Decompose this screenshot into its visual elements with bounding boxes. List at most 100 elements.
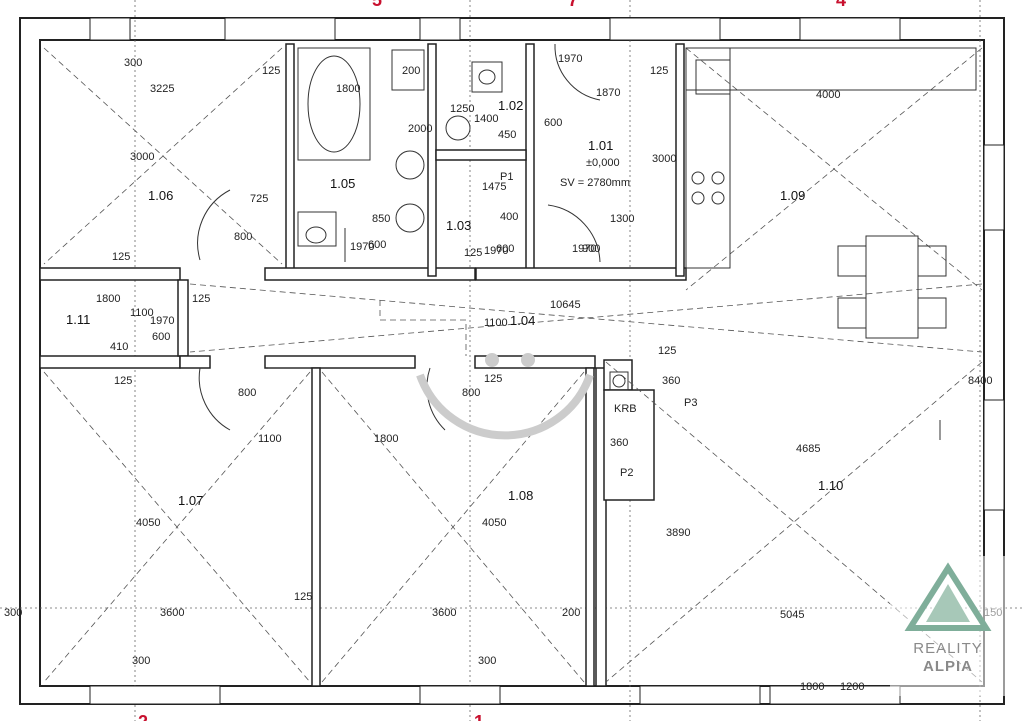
svg-text:600: 600 (544, 117, 562, 129)
svg-text:1800: 1800 (336, 83, 360, 95)
svg-text:5045: 5045 (780, 609, 804, 621)
svg-text:125: 125 (114, 375, 132, 387)
svg-text:1200: 1200 (840, 681, 864, 693)
svg-text:1970: 1970 (150, 315, 174, 327)
mountain-logo-icon (904, 562, 992, 631)
svg-text:125: 125 (464, 247, 482, 259)
svg-text:3600: 3600 (432, 607, 456, 619)
axis-label-bottom-2: 1 (474, 712, 484, 721)
svg-text:4685: 4685 (796, 443, 820, 455)
svg-text:800: 800 (234, 231, 252, 243)
svg-text:1250: 1250 (450, 103, 474, 115)
svg-text:1870: 1870 (596, 87, 620, 99)
room-1.10: 1.10 (818, 478, 843, 493)
svg-text:4000: 4000 (816, 89, 840, 101)
svg-text:3225: 3225 (150, 83, 174, 95)
svg-text:2000: 2000 (408, 123, 432, 135)
svg-text:1970: 1970 (350, 241, 374, 253)
svg-text:1800: 1800 (800, 681, 824, 693)
logo-line1: REALITY (913, 640, 983, 657)
svg-text:200: 200 (402, 65, 420, 77)
axis-label-top-1: 5 (372, 0, 382, 10)
svg-text:4050: 4050 (136, 517, 160, 529)
room-1.04: 1.04 (510, 313, 535, 328)
room-1.05: 1.05 (330, 176, 355, 191)
svg-text:600: 600 (496, 243, 514, 255)
svg-text:8400: 8400 (968, 375, 992, 387)
svg-text:125: 125 (112, 251, 130, 263)
svg-text:450: 450 (498, 129, 516, 141)
room-1.02: 1.02 (498, 98, 523, 113)
corridor-line (379, 300, 467, 356)
svg-text:3000: 3000 (652, 153, 676, 165)
doors (197, 43, 941, 440)
svg-text:1475: 1475 (482, 181, 506, 193)
svg-text:3890: 3890 (666, 527, 690, 539)
svg-text:3600: 3600 (160, 607, 184, 619)
svg-text:300: 300 (4, 607, 22, 619)
svg-text:1970: 1970 (484, 245, 508, 257)
svg-text:600: 600 (368, 239, 386, 251)
svg-text:1970: 1970 (572, 243, 596, 255)
svg-text:125: 125 (294, 591, 312, 603)
svg-text:410: 410 (110, 341, 128, 353)
svg-text:125: 125 (650, 65, 668, 77)
sinks (395, 115, 471, 233)
svg-text:300: 300 (124, 57, 142, 69)
kitchen-counter (685, 47, 977, 269)
fireplace (609, 371, 629, 391)
axis-label-top-3: 4 (836, 0, 846, 10)
svg-text:10645: 10645 (550, 299, 581, 311)
room-1.03: 1.03 (446, 218, 471, 233)
svg-text:1100: 1100 (130, 307, 154, 319)
svg-text:850: 850 (372, 213, 390, 225)
svg-text:360: 360 (610, 437, 628, 449)
svg-text:1800: 1800 (374, 433, 398, 445)
svg-text:1100: 1100 (258, 433, 282, 445)
reality-alpia-logo: REALITY ALPIA (890, 556, 1006, 696)
svg-text:600: 600 (152, 331, 170, 343)
smiley-watermark (416, 353, 594, 440)
p3-label: P3 (684, 397, 697, 409)
svg-text:1100: 1100 (484, 317, 508, 329)
room-1.07: 1.07 (178, 493, 203, 508)
axis-label-bottom-1: 2 (138, 712, 148, 721)
svg-text:1970: 1970 (558, 53, 582, 65)
p2-label: P2 (620, 467, 633, 479)
svg-text:200: 200 (562, 607, 580, 619)
svg-text:1800: 1800 (96, 293, 120, 305)
svg-text:1300: 1300 (610, 213, 634, 225)
svg-text:800: 800 (238, 387, 256, 399)
svg-text:125: 125 (658, 345, 676, 357)
windows (89, 17, 1005, 705)
krb-label: KRB (614, 403, 637, 415)
room-1.09: 1.09 (780, 188, 805, 203)
interior-walls (39, 43, 687, 687)
svg-text:300: 300 (132, 655, 150, 667)
svg-text:300: 300 (478, 655, 496, 667)
level-text: ±0,000 (586, 157, 620, 169)
svg-text:360: 360 (662, 375, 680, 387)
dining-table (837, 235, 947, 339)
toilets (297, 49, 503, 247)
svg-text:800: 800 (462, 387, 480, 399)
svg-text:125: 125 (262, 65, 280, 77)
svg-text:1400: 1400 (474, 113, 498, 125)
svg-text:125: 125 (484, 373, 502, 385)
svg-text:4050: 4050 (482, 517, 506, 529)
logo-line2: ALPIA (923, 658, 973, 675)
svg-text:725: 725 (250, 193, 268, 205)
svg-text:125: 125 (192, 293, 210, 305)
room-1.01: 1.01 (588, 138, 613, 153)
room-1.06: 1.06 (148, 188, 173, 203)
p1-label: P1 (500, 171, 513, 183)
sv-text: SV = 2780mm (560, 177, 630, 189)
room-1.08: 1.08 (508, 488, 533, 503)
room-1.11: 1.11 (66, 312, 90, 327)
svg-text:900: 900 (582, 243, 600, 255)
svg-text:400: 400 (500, 211, 518, 223)
svg-text:3000: 3000 (130, 151, 154, 163)
axis-label-top-2: 7 (568, 0, 578, 10)
bathtub (297, 47, 371, 161)
